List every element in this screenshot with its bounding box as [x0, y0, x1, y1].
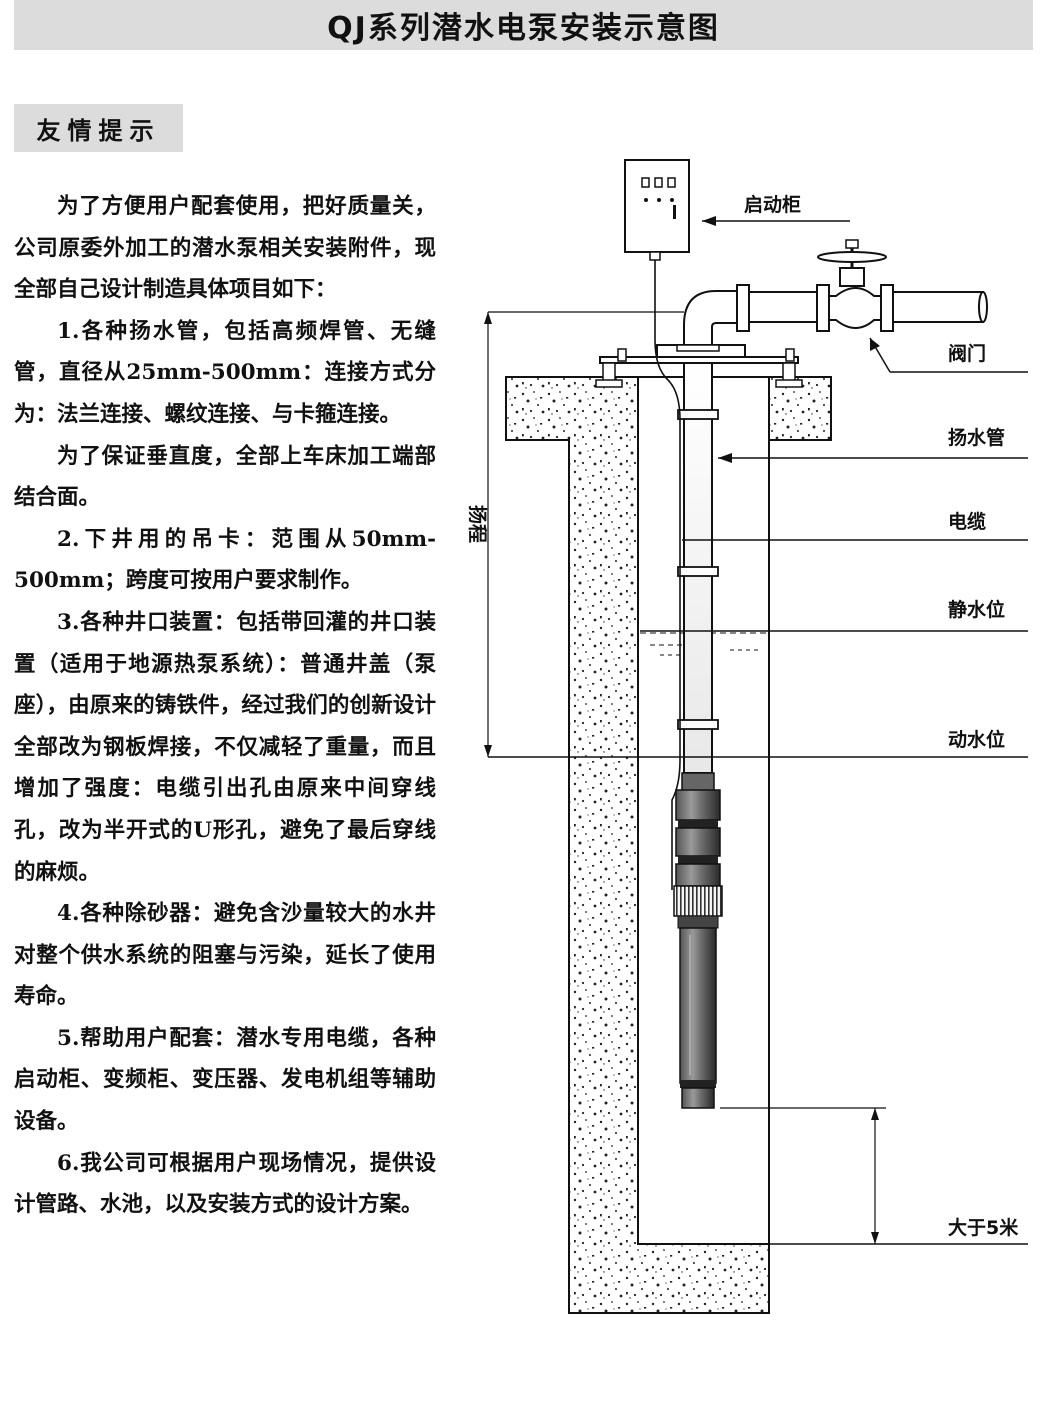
control-cabinet: [624, 159, 690, 261]
label-control-cabinet: 启动柜: [744, 193, 801, 216]
tip-paragraph-1-note: 为了保证垂直度，全部上车床加工端部结合面。: [14, 443, 436, 511]
outlet-piping: [676, 239, 988, 352]
leader-lines: [640, 216, 1028, 632]
pump-installation-diagram: 启动柜 阀门 扬水管 电缆 静水位 动水位 大于5米 扬程: [466, 159, 1028, 1314]
label-dynamic-water-level: 动水位: [948, 728, 1005, 751]
well-structure: [505, 376, 832, 1314]
power-cable: [654, 253, 681, 890]
tip-paragraph-3: 3.各种井口装置：包括带回灌的井口装置（适用于地源热泵系统）：普通井盖（泵座），…: [14, 609, 436, 885]
label-head: 扬程: [466, 505, 489, 543]
label-cable: 电缆: [948, 510, 986, 533]
diagram-labels: 启动柜 阀门 扬水管 电缆 静水位 动水位 大于5米 扬程: [466, 193, 1019, 1239]
tip-paragraph-6: 6.我公司可根据用户现场情况，提供设计管路、水池，以及安装方式的设计方案。: [14, 1150, 436, 1218]
page-title: QJ系列潜水电泵安装示意图: [327, 11, 720, 46]
tip-paragraph-2: 2.下井用的吊卡：范围从50mm-500mm；跨度可按用户要求制作。: [14, 526, 436, 594]
tip-heading-box: 友情提示: [14, 104, 183, 152]
bottom-clearance-dimension: [640, 1107, 1028, 1245]
submersible-pump: [673, 772, 723, 1109]
tip-paragraph-1: 1.各种扬水管，包括高频焊管、无缝管，直径从25mm-500mm：连接方式分为：…: [14, 318, 436, 427]
tip-paragraph-intro: 为了方便用户配套使用，把好质量关，公司原委外加工的潜水泵相关安装附件，现全部自己…: [14, 194, 436, 303]
tips-text: 为了方便用户配套使用，把好质量关，公司原委外加工的潜水泵相关安装附件，现全部自己…: [14, 186, 436, 1226]
riser-pipe: [677, 362, 719, 774]
label-riser-pipe: 扬水管: [948, 426, 1005, 449]
tip-paragraph-5: 5.帮助用户配套：潜水专用电缆，各种启动柜、变频柜、变压器、发电机组等辅助设备。: [14, 1025, 436, 1135]
label-static-water-level: 静水位: [948, 598, 1005, 621]
tip-paragraph-4: 4.各种除砂器：避免含沙量较大的水井对整个供水系统的阻塞与污染，延长了使用寿命。: [14, 901, 436, 1010]
label-valve: 阀门: [948, 342, 986, 365]
label-bottom-clearance: 大于5米: [948, 1216, 1019, 1239]
head-dimension: [484, 311, 1028, 758]
tip-heading: 友情提示: [36, 116, 161, 145]
title-bar: QJ系列潜水电泵安装示意图: [14, 0, 1033, 50]
